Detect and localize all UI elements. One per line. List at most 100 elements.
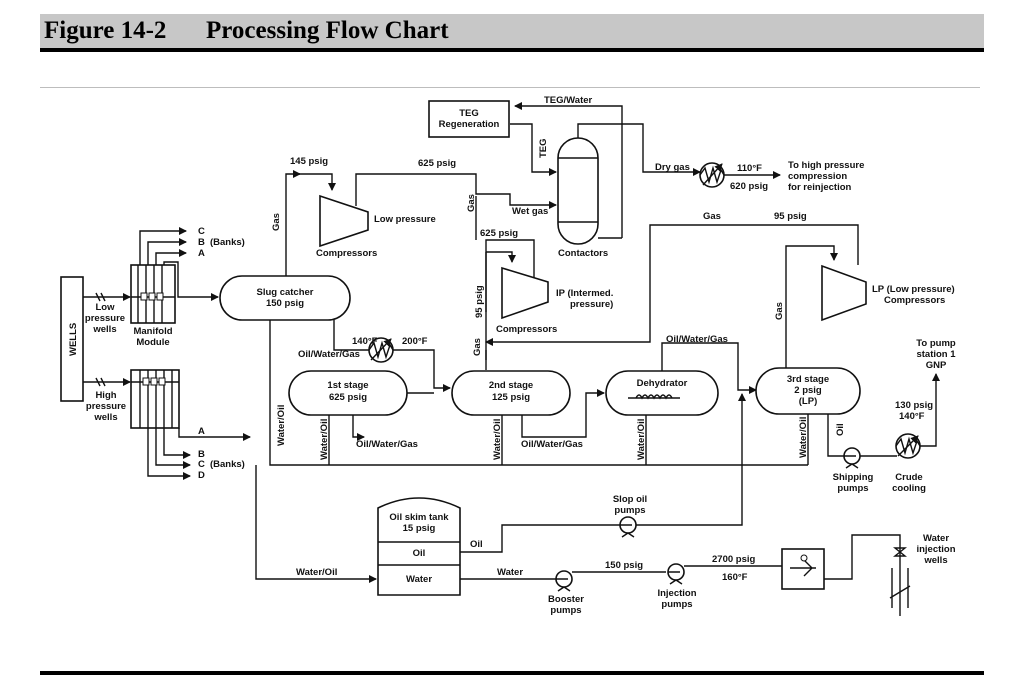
heater [368,337,394,363]
figure-header: Figure 14-2 Processing Flow Chart [40,14,984,52]
injection-pump [667,563,685,585]
psig-150-label: 150 psig [605,560,643,571]
diagram-label: 625 psig [329,392,367,403]
oil-water-gas-heater-label: Oil/Water/Gas [298,349,360,360]
diagram-label: TEG [459,108,479,119]
heater-200-label: 200°F [402,336,428,347]
gas-vertical-mid-label: Gas [466,194,477,212]
tank-oil-label: Oil [413,548,426,559]
to-pump-station-label: To pump station 1 GNP [916,338,956,371]
oil-v-label: Oil [835,423,846,436]
water-oil-v5-label: Water/Oil [798,417,809,458]
diagram-label: pumps [550,605,581,616]
diagram-label: Module [136,337,169,348]
oil-water-gas-s1-label: Oil/Water/Gas [356,439,418,450]
injection-control [781,548,825,590]
temp-110-label: 110°F [737,163,762,174]
manifold-module-top [130,264,176,324]
diagram-label: Compressors [884,295,945,306]
diagram-label: To high pressure [788,160,864,171]
stage3-separator: 3rd stage 2 psig (LP) [755,367,861,415]
diagram-label: compression [788,171,847,182]
diagram-label: LP (Low pressure) [872,284,955,295]
diagram-label: wells [923,555,947,566]
lp-compressors-label: LP (Low pressure) Compressors [872,284,955,306]
bank-d-bottom: D [198,470,205,481]
diagram-label: 3rd stage [787,374,829,385]
diagram-label: Low [96,302,116,313]
dry-gas-label: Dry gas [655,162,690,173]
gas-vertical-2nd-label: Gas [472,338,483,356]
diagram-label: Injection [657,588,696,599]
compressors-lp-label: Compressors [316,248,377,259]
diagram-label: pressure [85,313,125,324]
ip-compressor [501,266,549,320]
low-pressure-label: Low pressure [374,214,436,225]
heater-140-label: 140°F [352,336,378,347]
booster-pump [555,570,573,592]
booster-pumps-label: Booster pumps [548,594,584,616]
diagram-label: wells [93,412,117,423]
temp-140-right-label: 140°F [899,411,925,422]
injection-valve [893,547,907,557]
teg-regeneration: TEG Regeneration [428,100,510,138]
psig-2700-label: 2700 psig [712,554,755,565]
bank-b-bottom: B [198,449,205,460]
diagram-label: 2 psig [794,385,822,396]
oil-water-gas-top-label: Oil/Water/Gas [666,334,728,345]
contactors-label: Contactors [558,248,608,259]
diagram-label: To pump [916,338,956,349]
diagram-label: Water [923,533,949,544]
psig-625-top-label: 625 psig [418,158,456,169]
psig-625-ip-label: 625 psig [480,228,518,239]
diagram-label: Dehydrator [637,378,688,389]
tank-water-label: Water [406,574,432,585]
diagram-label: pumps [614,505,645,516]
diagram-label: GNP [926,360,947,371]
manifold-module-label: Manifold Module [133,326,172,348]
water-out-label: Water [497,567,523,578]
bank-b-top: B [198,237,205,248]
diagram-label: pumps [661,599,692,610]
wet-gas-label: Wet gas [512,206,548,217]
water-injection-wells-label: Water injection wells [916,533,955,566]
psig-130-label: 130 psig [895,400,933,411]
bank-c-bottom: C [198,459,205,470]
shipping-pump [843,447,861,469]
diagram-label: Oil skim tank [389,512,449,523]
water-oil-v1-label: Water/Oil [276,405,287,446]
gas-cooler [699,162,725,188]
wells-label: WELLS [68,323,79,356]
diagram-label: 150 psig [266,298,304,309]
diagram-label: injection [916,544,955,555]
slug-catcher: Slug catcher 150 psig [219,275,351,321]
teg-label: TEG [538,138,549,158]
oil-skim-tank-label: Oil skim tank 15 psig [389,512,449,534]
water-oil-v4-label: Water/Oil [636,419,647,460]
slop-oil-pumps-label: Slop oil pumps [613,494,647,516]
psig-620-label: 620 psig [730,181,768,192]
injection-pumps-label: Injection pumps [657,588,696,610]
oil-out-label: Oil [470,539,483,550]
contactors [557,137,599,245]
stage1-separator: 1st stage 625 psig [288,370,408,416]
crude-cooling-label: Crude cooling [892,472,926,494]
low-pressure-compressor [319,194,369,248]
figure-number: Figure 14-2 [44,17,167,44]
diagram-label: Booster [548,594,584,605]
lp-compressor [821,264,867,322]
diagram-label: Manifold [133,326,172,337]
gas-vertical-3rd-label: Gas [774,302,785,320]
psig-95-top-label: 95 psig [774,211,807,222]
banks-bottom: (Banks) [210,459,245,470]
slop-oil-pump [619,516,637,538]
diagram-label: High [95,390,116,401]
diagram-label: pumps [837,483,868,494]
teg-water-label: TEG/Water [544,95,593,106]
diagram-label: station 1 [916,349,956,360]
banks-top: (Banks) [210,237,245,248]
ip-label: IP (Intermed. pressure) [556,288,613,310]
to-high-pressure-label: To high pressure compression for reinjec… [788,160,864,193]
diagram-label: wells [92,324,116,335]
